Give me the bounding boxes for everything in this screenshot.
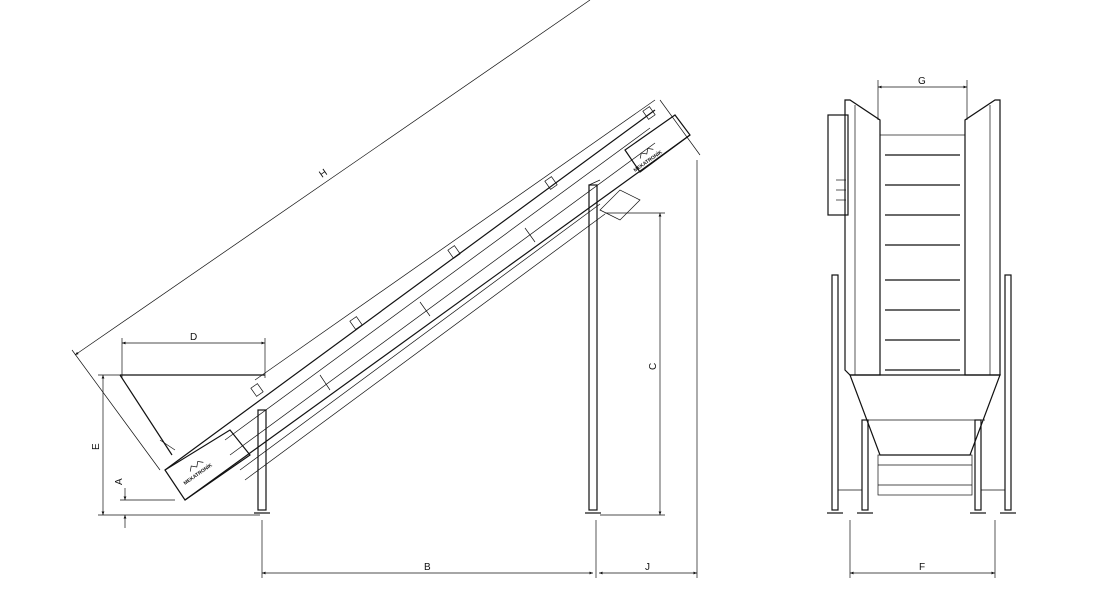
side-view: MEKATRONİK MEKATRONİK <box>71 0 701 578</box>
dim-label-f: F <box>919 562 925 573</box>
front-legs <box>827 274 1016 514</box>
front-view: G F <box>827 76 1016 578</box>
dim-label-d: D <box>190 332 197 343</box>
hopper <box>119 374 265 456</box>
conveyor-frame <box>164 99 691 501</box>
logo-lower: MEKATRONİK <box>182 460 214 487</box>
front-hopper <box>849 374 1001 496</box>
svg-text:MEKATRONİK: MEKATRONİK <box>632 148 664 173</box>
belt-slats <box>879 134 966 376</box>
legs <box>254 179 601 514</box>
side-walls <box>844 99 1001 376</box>
dim-label-e: E <box>91 443 102 450</box>
dim-label-c: C <box>648 363 659 370</box>
dim-label-b: B <box>424 562 431 573</box>
motor-box <box>827 114 849 216</box>
dim-label-h: H <box>317 167 329 180</box>
dim-label-a: A <box>114 478 125 485</box>
front-dimension-lines <box>849 80 996 578</box>
dimension-lines <box>71 0 701 578</box>
dim-label-g: G <box>918 76 926 87</box>
dim-label-j: J <box>645 562 650 573</box>
